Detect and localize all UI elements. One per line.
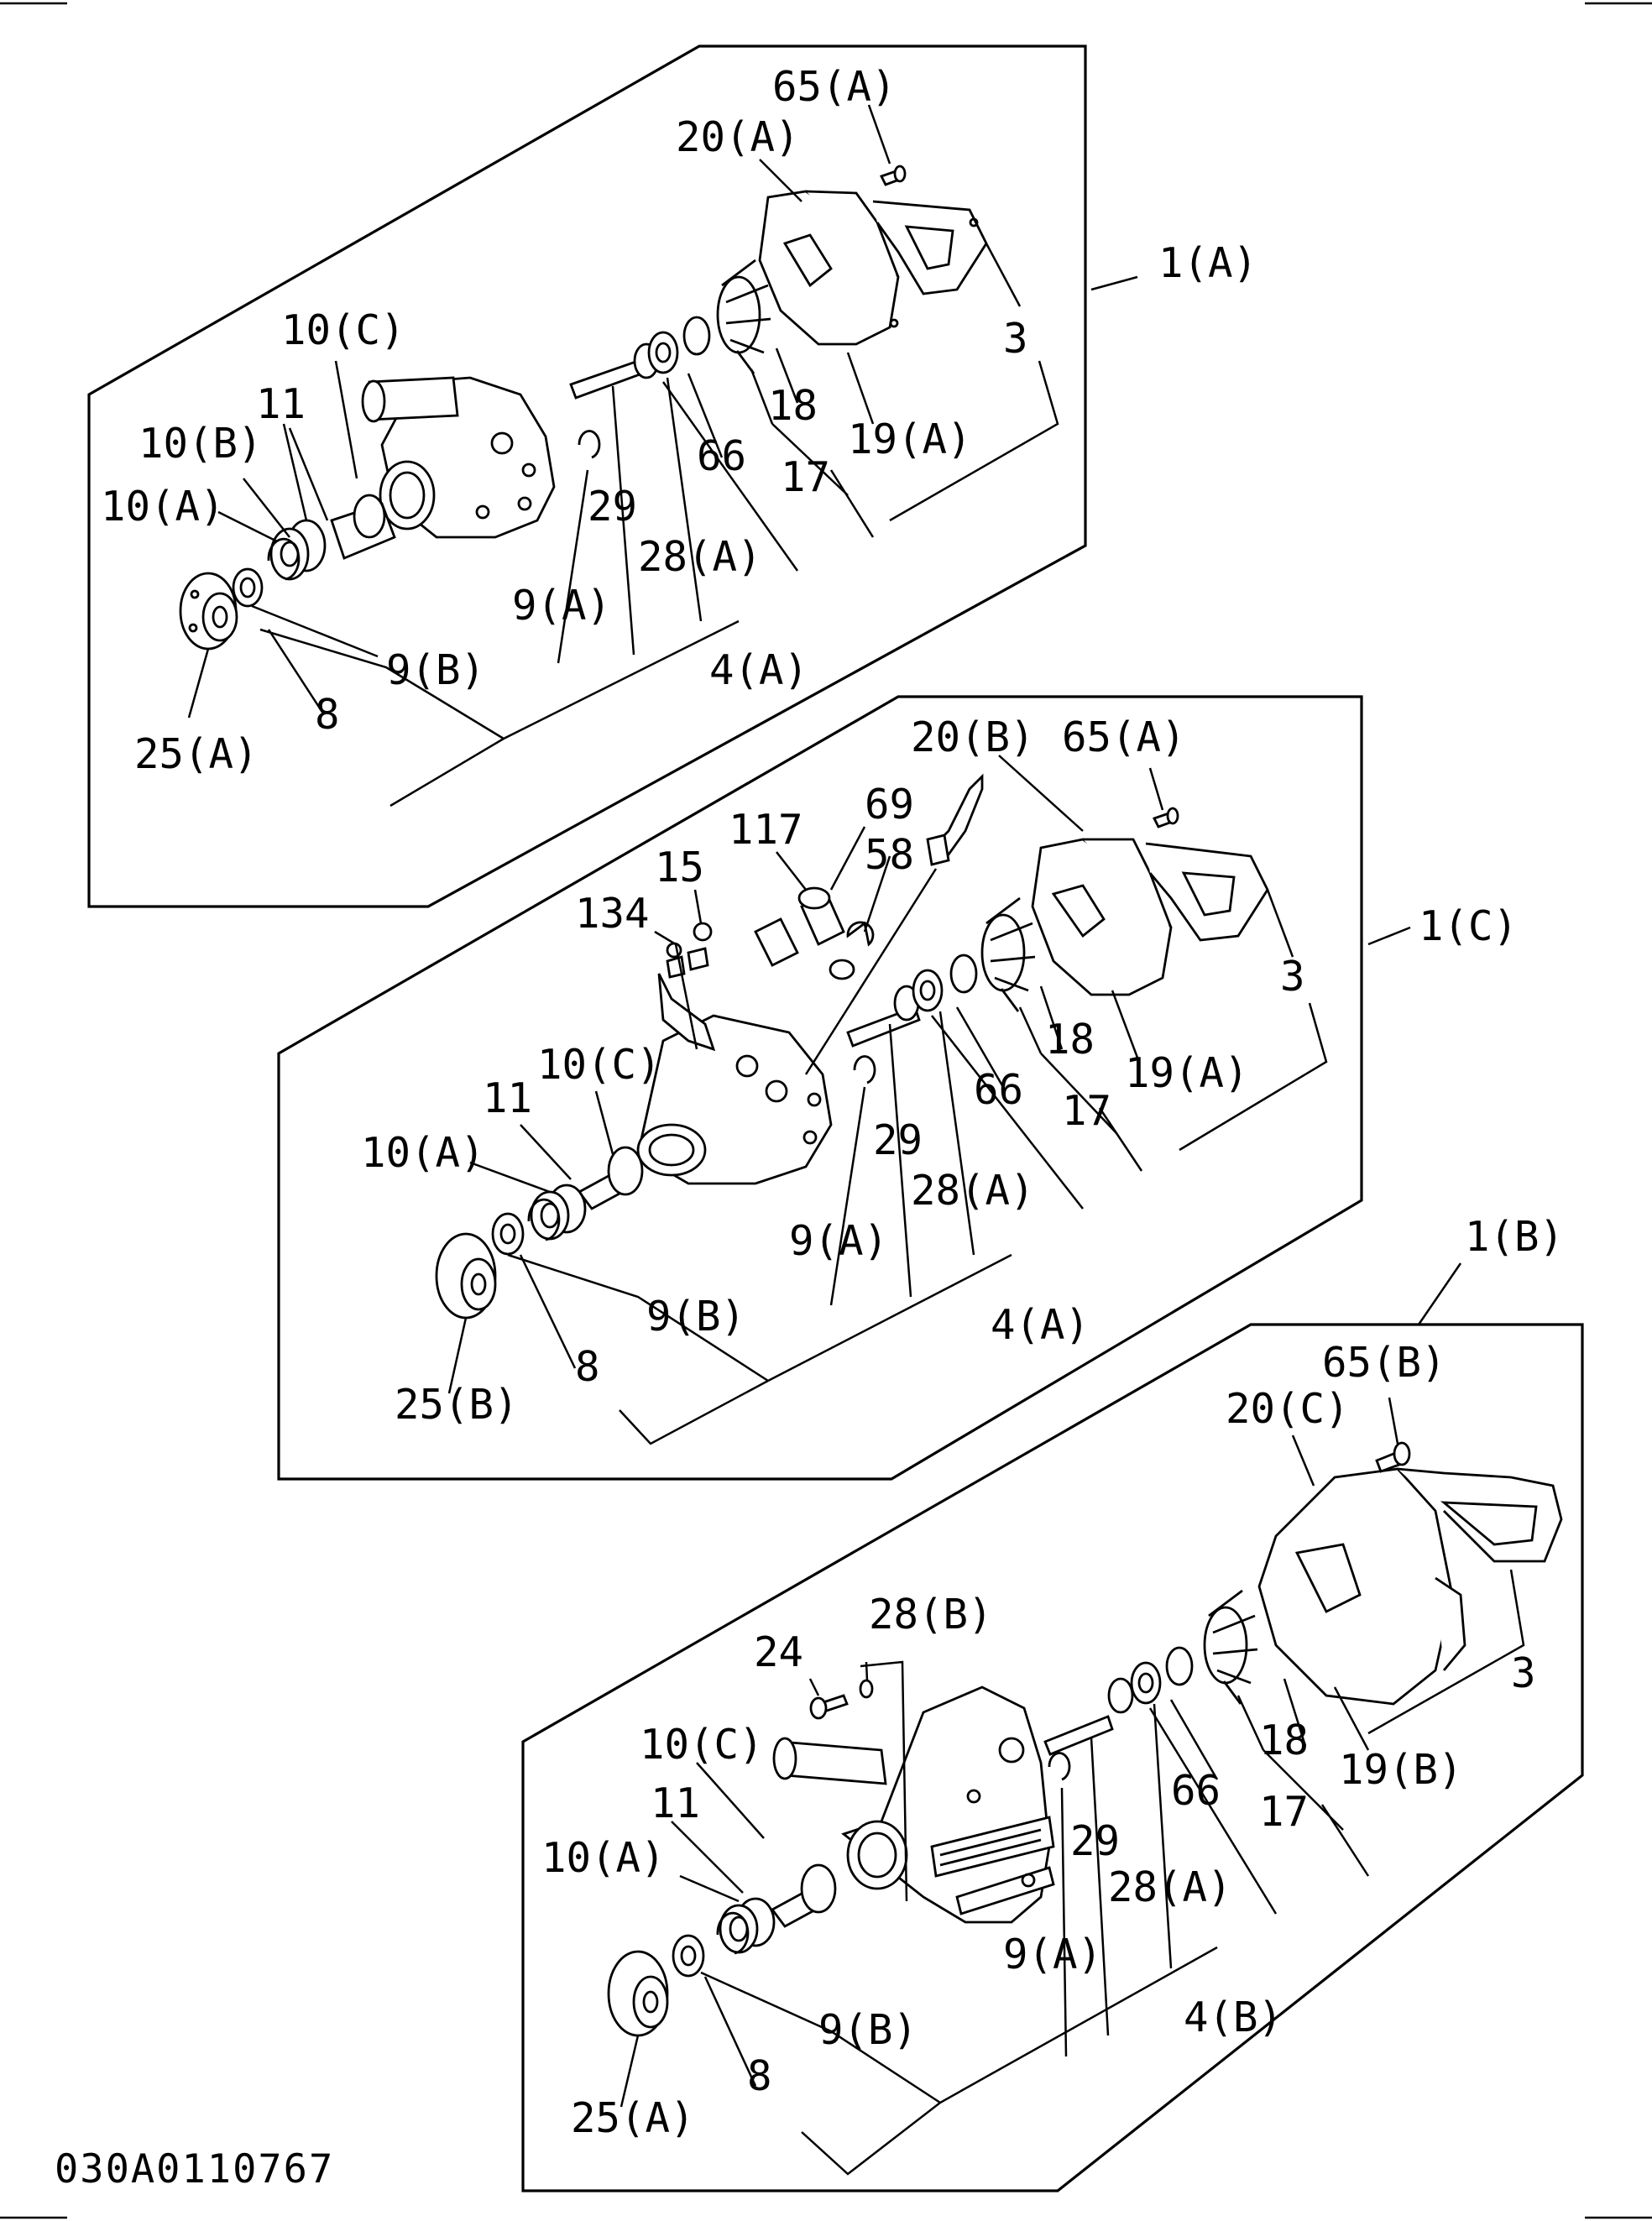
label-11-1c: 11: [483, 1074, 532, 1122]
label-9a-1a: 9(A): [512, 582, 611, 630]
pump-body-1c: [636, 973, 833, 1185]
label-17-1c: 17: [1062, 1087, 1111, 1135]
label-10a-1b: 10(A): [541, 1834, 666, 1882]
label-18-1c: 18: [1045, 1016, 1095, 1063]
label-17-1b: 17: [1259, 1788, 1309, 1836]
label-66-1c: 66: [974, 1066, 1023, 1114]
label-11-1a: 11: [256, 380, 306, 428]
shaft-seal-1b: [1043, 1646, 1194, 1781]
bolt-65b-1b: [1375, 1441, 1411, 1473]
shaft-seal-1c: [846, 954, 978, 1084]
label-134: 134: [575, 890, 650, 938]
label-19b: 19(B): [1339, 1746, 1463, 1794]
label-9b-1b: 9(B): [818, 2006, 917, 2054]
assembly-1c: 20(B) 65(A) 69 117 58 15 134 1(C) 3 10(C…: [277, 695, 1518, 1481]
label-8-1a: 8: [315, 691, 340, 739]
leaders-1c: [447, 755, 1411, 1445]
label-20c: 20(C): [1226, 1385, 1350, 1433]
label-3-1a: 3: [1003, 315, 1028, 363]
label-117: 117: [729, 806, 803, 854]
label-10b-1a: 10(B): [139, 420, 263, 468]
label-29-1a: 29: [588, 483, 637, 530]
label-19a-1c: 19(A): [1125, 1049, 1249, 1097]
label-10a-1a: 10(A): [101, 483, 225, 530]
label-1a: 1(A): [1158, 239, 1257, 287]
label-9b-1a: 9(B): [386, 646, 485, 694]
labels-1b: 1(B) 65(B) 20(C) 28(B) 24 10(C) 3 18 19(…: [541, 1213, 1564, 2142]
label-4b: 4(B): [1184, 1994, 1283, 2041]
label-3-1b: 3: [1511, 1649, 1536, 1697]
label-8-1c: 8: [575, 1343, 600, 1391]
assembly-1a: 65(A) 20(A) 1(A) 10(C) 3 11 18 10(B) 19(…: [87, 44, 1257, 908]
label-9a-1c: 9(A): [789, 1217, 888, 1265]
assembly-1b-frame: [521, 1323, 1584, 2192]
label-4a-1c: 4(A): [991, 1301, 1090, 1349]
label-18-1a: 18: [768, 382, 818, 430]
label-28a-1a: 28(A): [638, 533, 762, 581]
label-65a-top: 65(A): [772, 63, 897, 111]
label-28a-1c: 28(A): [911, 1167, 1035, 1215]
label-28b: 28(B): [869, 1591, 993, 1638]
label-4a-1a: 4(A): [709, 646, 808, 694]
bolt-24-1b: [809, 1679, 874, 1720]
label-20a: 20(A): [676, 113, 800, 161]
cover-plate-1b: [1257, 1467, 1563, 1706]
label-29-1b: 29: [1070, 1817, 1120, 1865]
label-1b: 1(B): [1465, 1213, 1564, 1261]
bolt-65a-1c: [1153, 807, 1179, 828]
label-15: 15: [655, 844, 704, 891]
shaft-seal-1a: [569, 316, 711, 459]
bearing-shaft-1c: [435, 1146, 644, 1320]
label-69: 69: [865, 781, 914, 828]
label-10c-1a: 10(C): [281, 306, 405, 354]
label-28a-1b: 28(A): [1108, 1863, 1232, 1911]
label-24: 24: [754, 1628, 803, 1676]
label-25a-1b: 25(A): [571, 2094, 695, 2142]
label-25b: 25(B): [395, 1381, 519, 1429]
label-9a-1b: 9(A): [1003, 1931, 1102, 1978]
impeller-1c: [980, 896, 1036, 1012]
impeller-1a: [716, 259, 771, 374]
labels-1a: 65(A) 20(A) 1(A) 10(C) 3 11 18 10(B) 19(…: [101, 63, 1257, 778]
label-65b: 65(B): [1322, 1339, 1446, 1387]
assembly-1a-frame: [87, 44, 1087, 908]
label-10a-1c: 10(A): [361, 1129, 485, 1177]
bolt-65a-1a: [880, 165, 907, 186]
label-10c-1b: 10(C): [640, 1721, 764, 1769]
cover-plate-1a: [758, 190, 988, 346]
fittings-1c: [666, 773, 984, 980]
label-66-1b: 66: [1171, 1767, 1221, 1815]
label-1c: 1(C): [1419, 902, 1518, 950]
label-66-1a: 66: [697, 432, 746, 480]
impeller-1b: [1203, 1589, 1258, 1705]
cover-plate-1c: [1031, 838, 1269, 996]
drawing-code: 030A0110767: [55, 2146, 334, 2192]
label-9b-1c: 9(B): [646, 1293, 745, 1340]
leaders-1b: [620, 1262, 1525, 2176]
bearing-shaft-1b: [607, 1863, 837, 2037]
labels-1c: 20(B) 65(A) 69 117 58 15 134 1(C) 3 10(C…: [361, 713, 1518, 1429]
label-17-1a: 17: [781, 453, 830, 501]
leaders-1a: [187, 104, 1138, 807]
pump-body-1b: [772, 1685, 1055, 1924]
label-3-1c: 3: [1280, 953, 1305, 1001]
bearing-shaft-1a: [179, 494, 396, 651]
label-65a-mid: 65(A): [1062, 713, 1186, 761]
label-18-1b: 18: [1259, 1717, 1309, 1764]
assembly-1c-frame: [277, 695, 1363, 1481]
label-25a-1a: 25(A): [134, 730, 259, 778]
label-11-1b: 11: [651, 1779, 700, 1827]
label-19a-1a: 19(A): [848, 415, 972, 463]
label-58: 58: [865, 831, 914, 879]
label-29-1c: 29: [873, 1116, 923, 1164]
label-8-1b: 8: [747, 2052, 772, 2100]
label-20b: 20(B): [911, 713, 1035, 761]
label-10c-1c: 10(C): [537, 1041, 661, 1089]
assembly-1b: 1(B) 65(B) 20(C) 28(B) 24 10(C) 3 18 19(…: [521, 1213, 1584, 2192]
pump-body-1a: [361, 376, 556, 539]
